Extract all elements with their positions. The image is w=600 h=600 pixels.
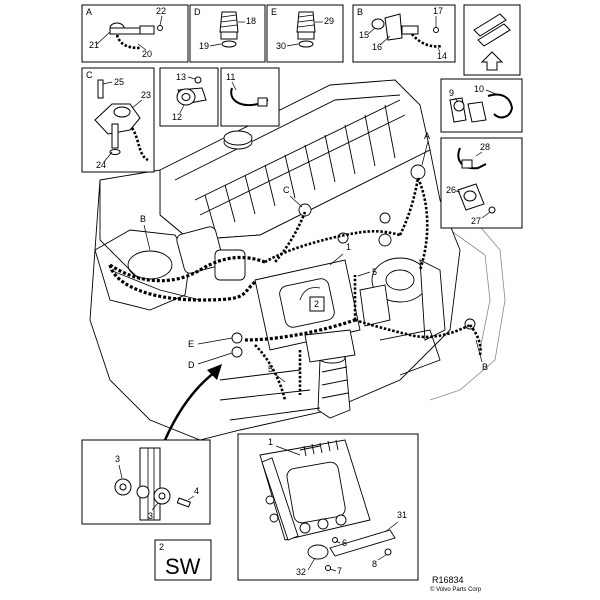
inset-D-letter: D	[194, 7, 201, 17]
callout-18: 18	[246, 16, 256, 26]
sw-box: 2 SW	[154, 539, 212, 581]
inset-A: A 22 21 20	[81, 4, 189, 63]
detail-arrow	[163, 371, 216, 441]
callout-6: 6	[342, 538, 347, 548]
inset-B-letter: B	[357, 7, 363, 17]
callout-31: 31	[397, 510, 407, 520]
callout-19: 19	[199, 41, 209, 51]
callout-10: 10	[474, 84, 484, 94]
inset-E: E 29 30	[266, 4, 344, 63]
callout-1-engine: 1	[346, 242, 351, 252]
inset-cable-tie: 11	[220, 67, 280, 127]
callout-D-engine: D	[188, 360, 195, 370]
callout-5-engine-bottom: 5	[268, 364, 273, 374]
tool-box	[463, 4, 521, 76]
callout-17: 17	[433, 6, 443, 16]
callout-1-ecu: 1	[268, 437, 273, 447]
inset-C-letter: C	[86, 70, 93, 80]
inset-clips: 9 10	[440, 78, 523, 133]
callout-8: 8	[372, 559, 377, 569]
callout-27: 27	[471, 216, 481, 226]
screwdriver-icon	[473, 13, 507, 37]
callout-9: 9	[449, 88, 454, 98]
callout-16: 16	[372, 42, 382, 52]
callout-25: 25	[114, 77, 124, 87]
up-arrow-icon	[480, 51, 504, 71]
callout-20: 20	[142, 49, 152, 59]
callout-B-engine-right: B	[482, 362, 488, 372]
detail-arrow-head	[207, 364, 222, 380]
inset-ecu: 1 31 6 8 32 7	[237, 433, 419, 581]
inset-C: C 25 23 24	[81, 67, 155, 173]
callout-2-engine: 2	[314, 299, 319, 309]
callout-26: 26	[446, 185, 456, 195]
callout-12: 12	[172, 112, 182, 122]
callout-13: 13	[176, 72, 186, 82]
callout-3-top: 3	[115, 454, 120, 464]
callout-24: 24	[96, 160, 106, 170]
inset-B: B 17 15 16 14	[352, 4, 456, 63]
engine-callouts: A B C 1 5 E D 5 B	[140, 131, 488, 383]
callout-30: 30	[276, 41, 286, 51]
inset-mount: 3 3 4	[81, 439, 211, 525]
callout-A-engine: A	[424, 131, 430, 141]
figure-reference: R16834	[432, 575, 464, 585]
callout-29: 29	[324, 16, 334, 26]
engine-drawing: 2	[89, 79, 506, 441]
callout-C-engine: C	[283, 185, 290, 195]
callout-21: 21	[89, 40, 99, 50]
inset-E-letter: E	[271, 7, 277, 17]
sw-box-label: SW	[165, 554, 201, 579]
callout-3-bottom: 3	[148, 511, 153, 521]
copyright-text: © Volvo Parts Corp	[430, 586, 482, 593]
callout-7: 7	[337, 566, 342, 576]
inset-clip-bracket: 28 26 27	[440, 137, 523, 229]
callout-28: 28	[480, 142, 490, 152]
inset-clamp: 13 12	[159, 67, 219, 127]
callout-22: 22	[156, 6, 166, 16]
sw-box-number: 2	[159, 542, 164, 552]
callout-15: 15	[359, 30, 369, 40]
callout-4: 4	[194, 486, 199, 496]
callout-32: 32	[296, 567, 306, 577]
callout-E-engine: E	[188, 339, 194, 349]
callout-B-engine: B	[140, 214, 146, 224]
callout-5-engine-top: 5	[372, 267, 377, 277]
callout-11: 11	[226, 72, 235, 82]
callout-23: 23	[141, 90, 151, 100]
callout-14: 14	[437, 51, 447, 61]
inset-D: D 18 19	[189, 4, 266, 63]
inset-A-letter: A	[86, 7, 92, 17]
